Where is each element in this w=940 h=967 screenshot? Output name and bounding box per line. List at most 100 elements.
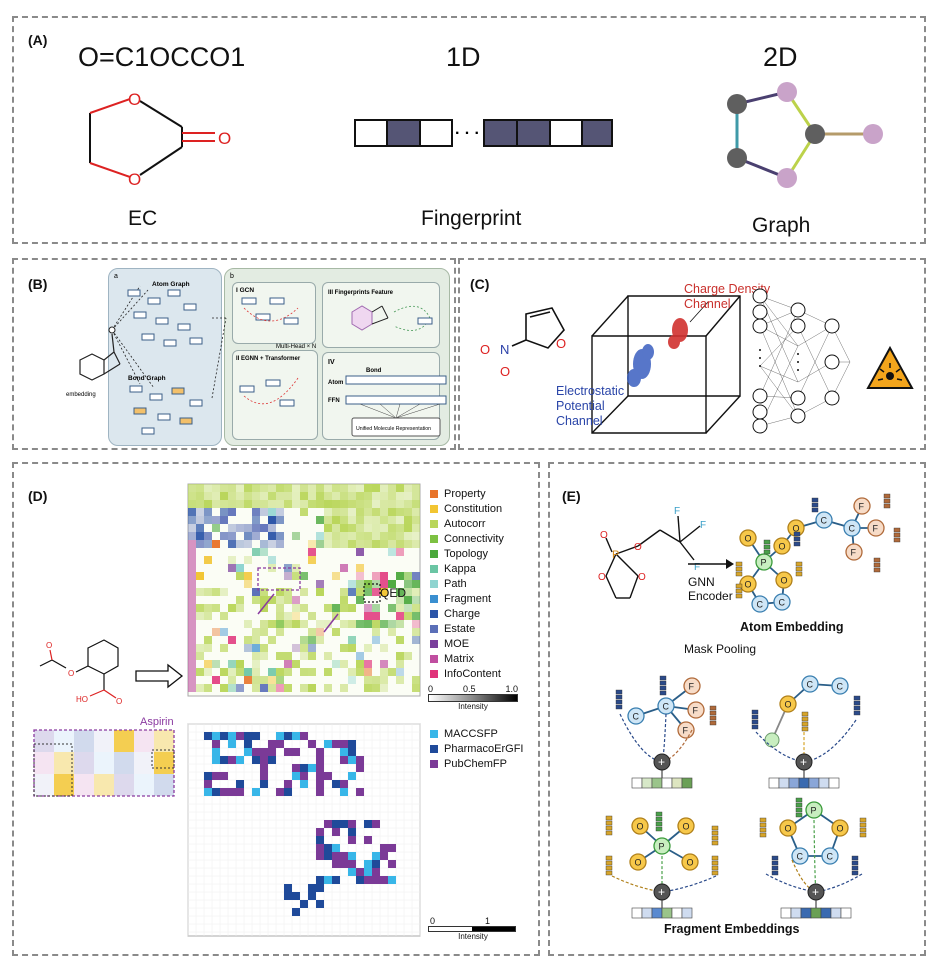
scale2-bar (428, 926, 516, 932)
heatmap1-cell (396, 676, 404, 684)
legend-label: Connectivity (444, 532, 504, 545)
heatmap2-cell (292, 732, 300, 740)
heatmap1-cell (244, 484, 252, 492)
readout-iv: IV (328, 359, 335, 366)
readout-atom: Atom (328, 380, 343, 386)
heatmap1-cell (220, 644, 228, 652)
heatmap1-cell (196, 532, 204, 540)
heatmap2-cell (316, 900, 324, 908)
embedding-stack-cell (751, 709, 759, 715)
heatmap2-cell (284, 732, 292, 740)
heatmap1-cell (300, 492, 308, 500)
atom-label: C (663, 702, 670, 712)
atom-label: O (745, 534, 752, 544)
embedding-stack-cell (655, 821, 663, 827)
heatmap2-cell (276, 732, 284, 740)
heatmap1-cell (340, 604, 348, 612)
heatmap1-cell (412, 636, 420, 644)
heatmap1-cell (204, 684, 212, 692)
embedding-stack-cell (659, 675, 667, 681)
aspirin-grid-border (33, 729, 175, 797)
heatmap1-cell (252, 548, 260, 556)
heatmap1-cell (404, 540, 412, 548)
heatmap1-cell (324, 516, 332, 524)
gcn-title: I GCN (236, 287, 254, 294)
multi-head-label: Multi-Head × N (276, 344, 316, 350)
nitro-nitrogen: N (500, 342, 509, 357)
input-o2: O (634, 542, 642, 553)
heatmap1-cell (284, 596, 292, 604)
heatmap1-cell (188, 620, 196, 628)
heatmap1-cell (220, 684, 228, 692)
heatmap1-cell (244, 676, 252, 684)
heatmap1-cell (316, 620, 324, 628)
ec-oxygen-carbonyl: O (218, 129, 231, 148)
heatmap1-cell (396, 508, 404, 516)
heatmap1-cell (252, 684, 260, 692)
embedding-stack-cell (851, 860, 859, 866)
input-o4: O (638, 572, 646, 583)
heatmap1-cell (236, 484, 244, 492)
heatmap1-cell (212, 628, 220, 636)
heatmap1-cell (300, 572, 308, 580)
heatmap2-cell (316, 884, 324, 892)
readout-bond: Bond (366, 368, 382, 374)
heatmap1-cell (356, 564, 364, 572)
embedding-stack-cell (759, 822, 767, 828)
pooling-edge (755, 731, 805, 763)
heatmap2-cell (380, 876, 388, 884)
embedding-stack-cell (711, 835, 719, 841)
embedding-stack-cell (735, 593, 743, 599)
heatmap1-cell (188, 628, 196, 636)
heatmap1-cell (252, 636, 260, 644)
heatmap2-cell (356, 868, 364, 876)
heatmap1-cell (220, 612, 228, 620)
heatmap1-cell (220, 588, 228, 596)
heatmap1-cell (396, 484, 404, 492)
heatmap2-cell (300, 732, 308, 740)
atom-node (683, 677, 701, 695)
aspirin-grid-cell (134, 730, 154, 752)
heatmap1-cell (388, 484, 396, 492)
heatmap1-cell (204, 556, 212, 564)
heatmap1-cell (196, 492, 204, 500)
legend-label: InfoContent (444, 667, 501, 680)
heatmap1-cell (340, 540, 348, 548)
fragment-vector-cell (788, 777, 800, 789)
heatmap1-cell (252, 668, 260, 676)
heatmap2-cell (292, 748, 300, 756)
heatmap1-cell (412, 596, 420, 604)
scale1-tick-0: 0 (428, 684, 434, 694)
heatmap1-cell (228, 508, 236, 516)
atom-embedding-title: Atom Embedding (740, 620, 844, 634)
aspirin-structure: O O O HO (39, 639, 122, 706)
heatmap1-cell (212, 484, 220, 492)
aspirin-ether-o: O (68, 669, 74, 678)
heatmap1-cell (188, 588, 196, 596)
heatmap1-cell (196, 644, 204, 652)
heatmap1-cell (244, 532, 252, 540)
fragment-vector-cell (810, 907, 822, 919)
heatmap1-cell (188, 484, 196, 492)
embedding-stack-cell (801, 721, 809, 727)
heatmap1-cell (396, 516, 404, 524)
heatmap2-cell (212, 748, 220, 756)
atom-node (791, 847, 809, 865)
heatmap1-cell (220, 492, 228, 500)
heatmap2-cell (364, 860, 372, 868)
heatmap1-cell (268, 564, 276, 572)
embedding-stack-cell (615, 694, 623, 700)
heatmap2-cell (364, 868, 372, 876)
scale1-tick-1: 0.5 (462, 684, 476, 694)
legend-swatch (430, 564, 438, 573)
ec-structure: O O O (89, 90, 231, 189)
atom-node (831, 677, 849, 695)
heatmap2-cell (292, 892, 300, 900)
embedding-stack-cell (859, 827, 867, 833)
heatmap1-cell (292, 604, 300, 612)
heatmap1-cell (220, 668, 228, 676)
heatmap1-cell (340, 660, 348, 668)
scale2-title: Intensity (458, 932, 488, 941)
atom-label: O (779, 542, 786, 552)
heatmap1-cell (316, 588, 324, 596)
